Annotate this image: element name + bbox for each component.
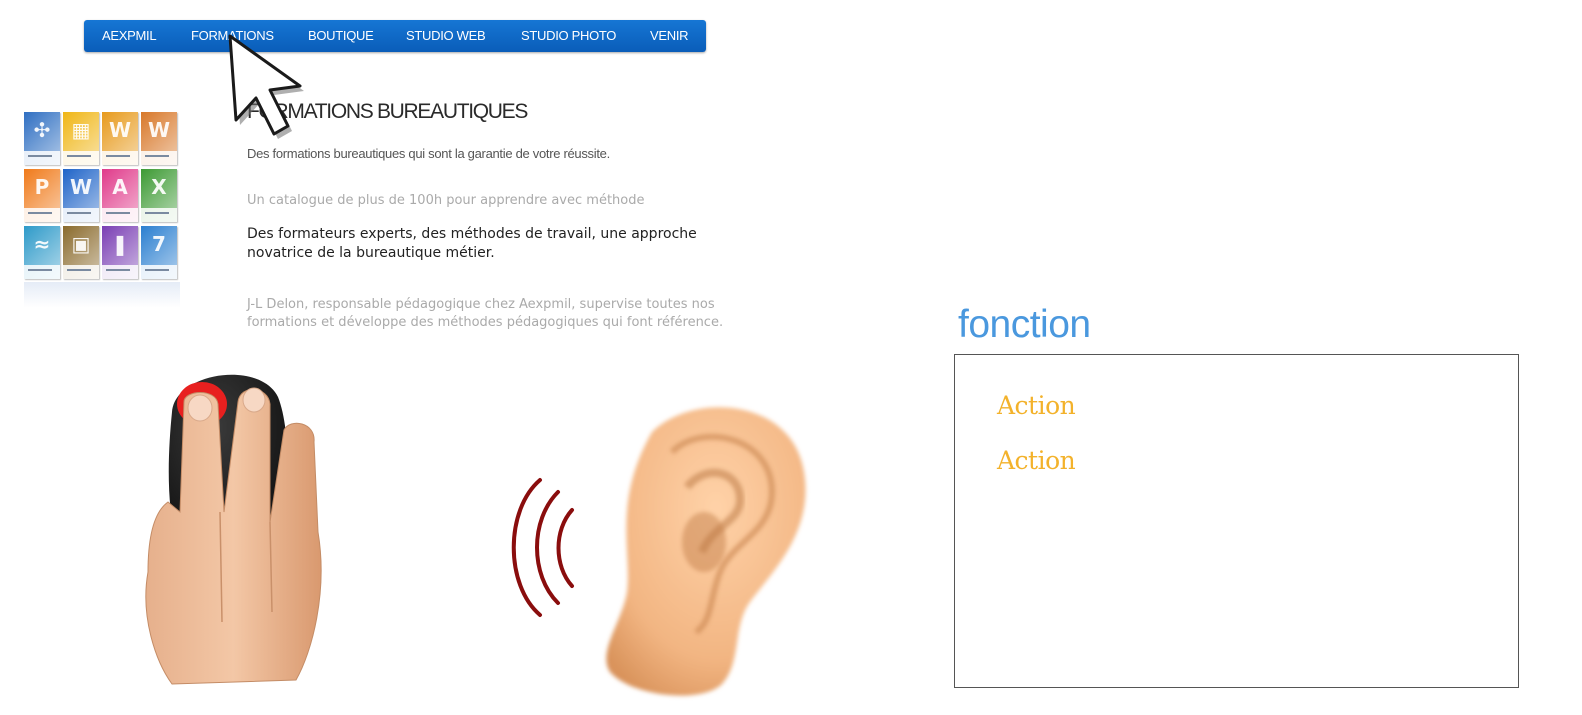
top-nav-bar: AEXPMIL FORMATIONS BOUTIQUE STUDIO WEB S… xyxy=(84,20,706,52)
computer-icon: ▣ xyxy=(71,232,91,256)
cover-label-band xyxy=(24,151,60,165)
book-cover[interactable]: P xyxy=(24,169,60,222)
hand-clicking-mouse-icon xyxy=(145,374,322,685)
book-cover[interactable]: W xyxy=(141,112,177,165)
cover-label-band xyxy=(141,265,177,279)
cover-label-band xyxy=(102,265,138,279)
fonction-box: Action Action xyxy=(954,354,1519,688)
experts-text: Des formateurs experts, des méthodes de … xyxy=(247,226,697,261)
cover-label-band xyxy=(24,208,60,222)
action-item: Action xyxy=(997,446,1076,475)
cover-label-band xyxy=(63,151,99,165)
intro-text: Des formations bureautiques qui sont la … xyxy=(247,146,610,161)
cover-label-band xyxy=(24,265,60,279)
office-icon: ▦ xyxy=(71,118,91,142)
fonction-label: fonction xyxy=(958,303,1091,346)
action-item: Action xyxy=(997,391,1076,420)
cover-label-band xyxy=(63,265,99,279)
book-cover[interactable]: ▣ xyxy=(63,226,99,279)
wave-icon: ≈ xyxy=(33,232,51,256)
delon-text: J-L Delon, responsable pédagogique chez … xyxy=(247,297,724,330)
page-title: FORMATIONS BUREAUTIQUES xyxy=(247,100,528,123)
nav-item-formations[interactable]: FORMATIONS xyxy=(191,28,274,43)
catalogue-text: Un catalogue de plus de 100h pour appren… xyxy=(247,193,645,208)
windows7-icon: 7 xyxy=(152,232,166,256)
nav-item-aexpmil[interactable]: AEXPMIL xyxy=(102,28,157,43)
cover-label-band xyxy=(102,208,138,222)
book-cover[interactable]: X xyxy=(141,169,177,222)
office-letters-icon: W xyxy=(147,118,171,142)
office-letters-icon: W xyxy=(108,118,132,142)
cover-label-band xyxy=(102,151,138,165)
book-cover[interactable]: ❚ xyxy=(102,226,138,279)
puzzle-icon: ✣ xyxy=(33,118,51,142)
access-icon: A xyxy=(112,175,128,199)
powerpoint-icon: P xyxy=(34,175,50,199)
book-cover[interactable]: ▦ xyxy=(63,112,99,165)
book-cover[interactable]: ✣ xyxy=(24,112,60,165)
nav-item-boutique[interactable]: BOUTIQUE xyxy=(308,28,374,43)
covers-reflection xyxy=(24,282,180,308)
excel-icon: X xyxy=(151,175,167,199)
arrow-cursor-icon xyxy=(228,34,304,139)
book-cover[interactable]: 7 xyxy=(141,226,177,279)
books-icon: ❚ xyxy=(111,232,129,256)
book-cover[interactable]: W xyxy=(102,112,138,165)
nav-item-studio-web[interactable]: STUDIO WEB xyxy=(406,28,486,43)
book-cover[interactable]: ≈ xyxy=(24,226,60,279)
word-icon: W xyxy=(69,175,93,199)
cover-label-band xyxy=(141,208,177,222)
cover-label-band xyxy=(63,208,99,222)
ear-icon xyxy=(606,407,806,696)
book-cover[interactable]: W xyxy=(63,169,99,222)
nav-item-studio-photo[interactable]: STUDIO PHOTO xyxy=(521,28,617,43)
nav-item-venir[interactable]: VENIR xyxy=(650,28,689,43)
book-cover[interactable]: A xyxy=(102,169,138,222)
cover-label-band xyxy=(141,151,177,165)
sound-waves-icon xyxy=(511,478,574,617)
